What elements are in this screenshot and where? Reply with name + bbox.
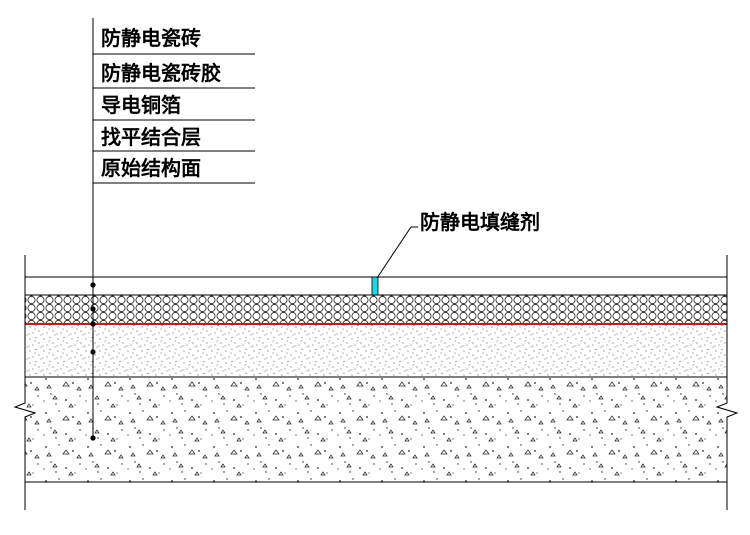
layer-label-tile-adhesive: 防静电瓷砖胶 <box>101 61 221 85</box>
leader-dots <box>90 282 96 441</box>
joint-filler <box>371 276 379 296</box>
layer-label-leveling: 找平结合层 <box>101 125 201 149</box>
left-break-line <box>13 255 37 510</box>
layer-structure <box>25 378 727 482</box>
layer-label-structure: 原始结构面 <box>101 156 201 180</box>
layer-labels: 防静电瓷砖 防静电瓷砖胶 导电铜箔 找平结合层 原始结构面 <box>101 26 221 180</box>
layer-label-copper-foil: 导电铜箔 <box>101 93 181 117</box>
callout-label: 防静电填缝剂 <box>420 210 540 234</box>
right-break-line <box>715 255 739 510</box>
layer-label-tile: 防静电瓷砖 <box>101 26 201 50</box>
layer-leveling <box>25 325 727 377</box>
callout-leader <box>376 226 418 279</box>
layer-tile-adhesive <box>25 295 727 323</box>
label-dividers <box>93 53 255 184</box>
